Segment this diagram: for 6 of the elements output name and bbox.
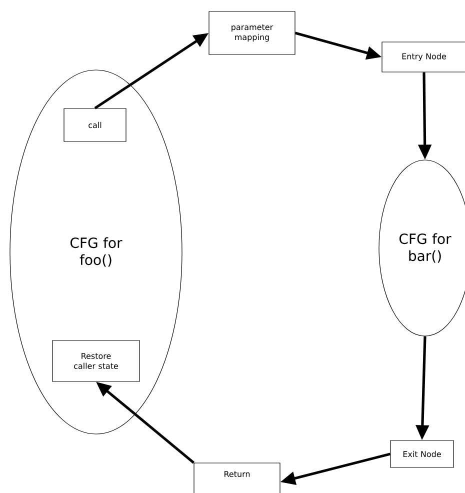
- process-box: parameter mapping: [208, 11, 296, 55]
- process-box: Return: [194, 462, 280, 493]
- process-box: Restore caller state: [52, 340, 140, 382]
- process-box: Entry Node: [382, 42, 465, 72]
- process-box: Exit Node: [390, 440, 454, 468]
- process-box: call: [64, 108, 126, 142]
